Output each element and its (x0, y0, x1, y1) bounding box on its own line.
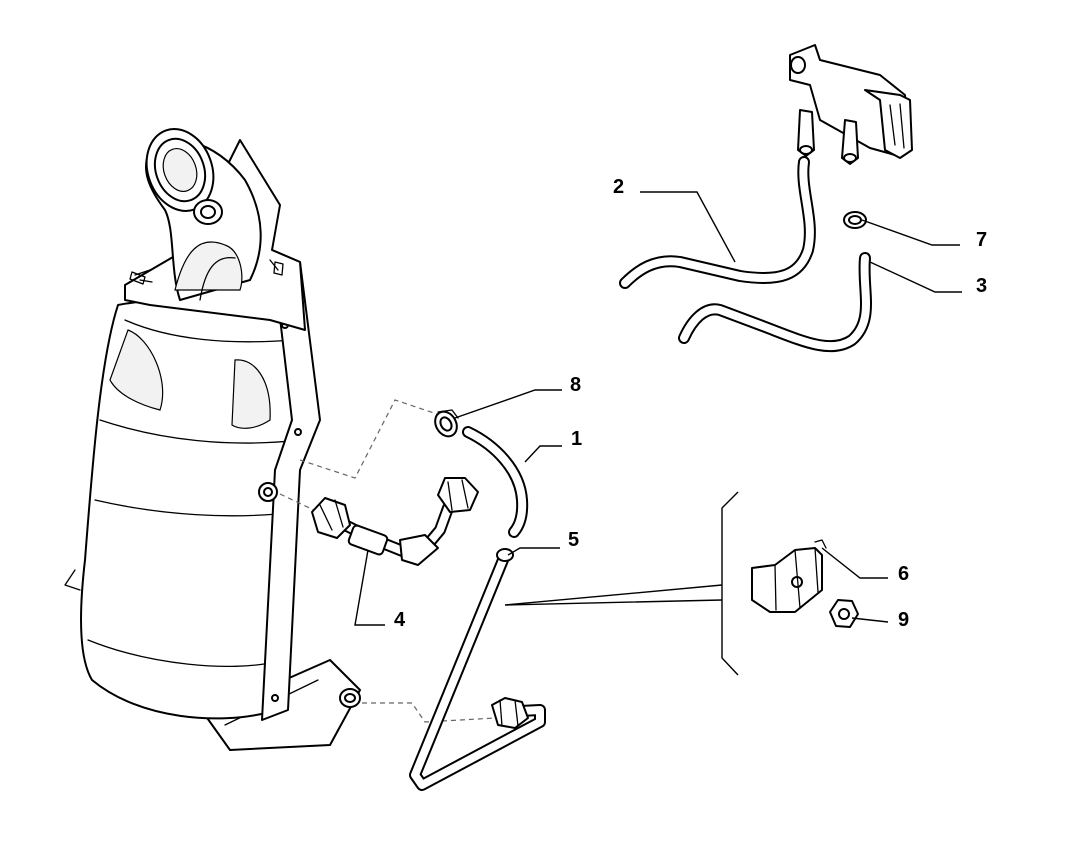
callout-6: 6 (898, 563, 909, 585)
callout-1: 1 (571, 428, 582, 450)
part-9-nut (829, 599, 859, 628)
part-1-rubber-hose (462, 426, 529, 538)
assembly-guide-lines (279, 399, 496, 723)
callout-8: 8 (570, 374, 581, 396)
callout-3: 3 (976, 275, 987, 297)
callout-5: 5 (568, 529, 579, 551)
part-2-sensor-hose (619, 156, 816, 289)
part-8-clamp (434, 409, 459, 438)
part-3-sensor-hose (678, 252, 872, 353)
callout-labels: 1 2 3 4 5 6 7 8 9 (394, 176, 987, 631)
callout-7: 7 (976, 229, 987, 251)
part-6-bracket (751, 539, 827, 613)
part-5-rigid-pipe (409, 548, 546, 791)
pressure-sensor (789, 44, 913, 165)
callout-2: 2 (613, 176, 624, 198)
callout-9: 9 (898, 609, 909, 631)
part-4-pipe-with-fittings (311, 477, 479, 566)
particulate-filter-assembly (64, 128, 361, 751)
callout-4: 4 (394, 609, 406, 631)
leader-lines (354, 191, 962, 626)
part-7-clamp (843, 211, 867, 229)
group-bracket (504, 491, 739, 676)
